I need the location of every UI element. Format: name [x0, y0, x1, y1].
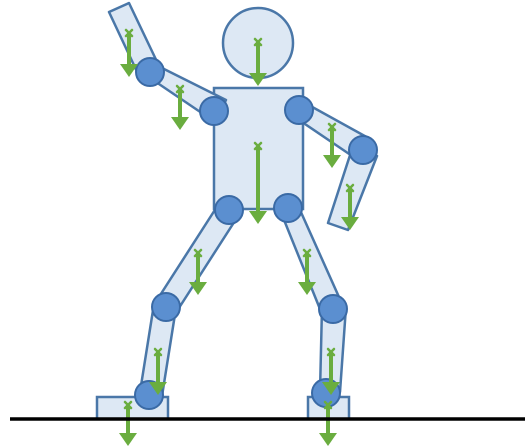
- left-knee-joint: [152, 293, 180, 321]
- right-shoulder-joint: [285, 96, 313, 124]
- left-wrist-joint: [136, 58, 164, 86]
- left-hip-joint: [215, 196, 243, 224]
- right-hip-joint: [274, 194, 302, 222]
- left-shoulder-joint: [200, 97, 228, 125]
- right-knee-joint: [319, 295, 347, 323]
- right-elbow-joint: [349, 136, 377, 164]
